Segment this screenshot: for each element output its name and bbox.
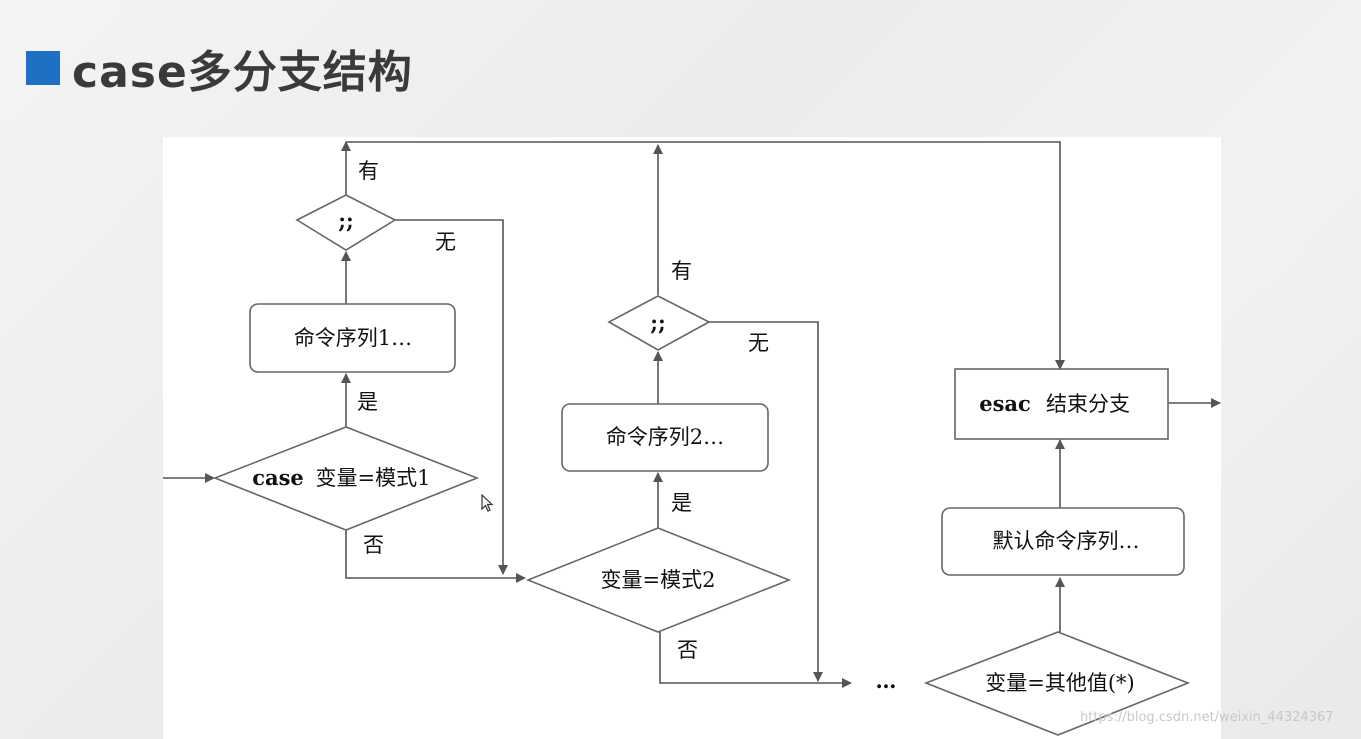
condition-diamond-other — [923, 631, 1191, 736]
ellipsis-text: … — [876, 668, 897, 693]
arrow-sep1-none — [395, 219, 508, 575]
label-yes-2: 是 — [671, 491, 692, 515]
label-no-2: 否 — [677, 638, 698, 662]
esac-text: 结束分支 — [1046, 392, 1130, 416]
watermark-text: https://blog.csdn.net/weixin_44324367 — [1080, 710, 1334, 725]
esac-box — [954, 368, 1169, 440]
arrow-cond1-no — [345, 530, 526, 583]
label-no-1: 否 — [363, 533, 384, 557]
esac-keyword: esac — [979, 391, 1031, 416]
label-has-2: 有 — [671, 259, 692, 283]
label-none-1: 无 — [435, 230, 456, 254]
condition-diamond-1 — [212, 426, 480, 531]
arrow-sep2-none — [709, 321, 823, 682]
connectors — [163, 141, 1221, 688]
label-yes-1: 是 — [357, 390, 378, 414]
cmd-seq-2-box — [561, 403, 769, 472]
default-cmd-text: 默认命令序列… — [993, 529, 1140, 553]
separator-2-text: ;; — [650, 310, 666, 335]
label-has-1: 有 — [358, 159, 379, 183]
top-return-line — [346, 141, 1065, 370]
cmd-seq-1-box — [249, 303, 456, 373]
separator-diamond-1 — [295, 194, 397, 251]
label-none-2: 无 — [748, 331, 769, 355]
condition-other-text: 变量=其他值(*) — [985, 671, 1134, 695]
condition-diamond-2 — [525, 527, 792, 633]
arrow-cond2-no — [659, 632, 852, 688]
title-bullet-square — [26, 51, 60, 85]
case-keyword: case — [252, 465, 304, 490]
separator-diamond-2 — [607, 295, 711, 351]
condition-1-text: 变量=模式1 — [316, 466, 431, 490]
separator-1-text: ;; — [338, 208, 354, 233]
mouse-cursor-icon — [481, 494, 494, 512]
cmd-seq-2-text: 命令序列2… — [606, 425, 724, 449]
slide-title: case多分支结构 — [26, 38, 413, 98]
condition-2-text: 变量=模式2 — [601, 568, 716, 592]
cmd-seq-1-text: 命令序列1… — [294, 326, 412, 350]
default-cmd-box — [941, 507, 1185, 576]
page-title: case多分支结构 — [72, 47, 413, 98]
